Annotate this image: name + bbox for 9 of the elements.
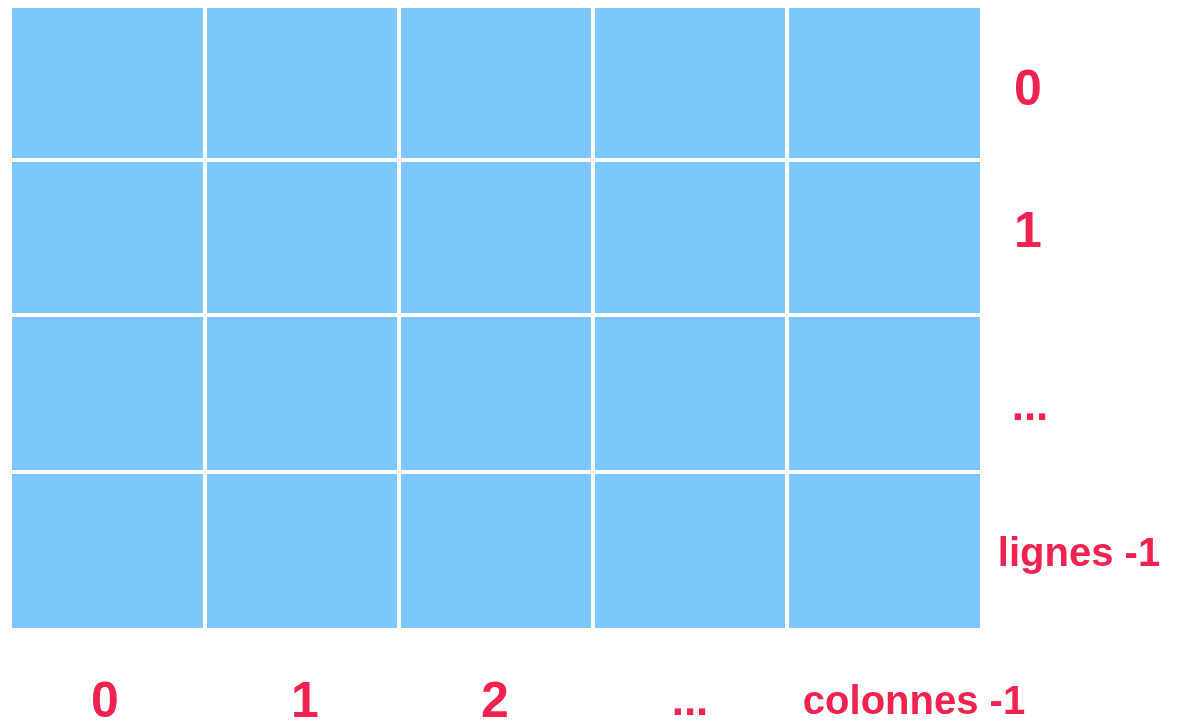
- row-index: ...: [1011, 383, 1049, 427]
- column-index: colonnes -1: [802, 680, 1026, 720]
- row-index: 1: [1014, 205, 1042, 255]
- column-index: ...: [671, 678, 709, 722]
- row-index: 0: [1014, 63, 1042, 113]
- row-index: lignes -1: [997, 532, 1161, 572]
- column-index: 1: [291, 675, 319, 725]
- column-index: 2: [481, 675, 509, 725]
- column-index: 0: [91, 675, 119, 725]
